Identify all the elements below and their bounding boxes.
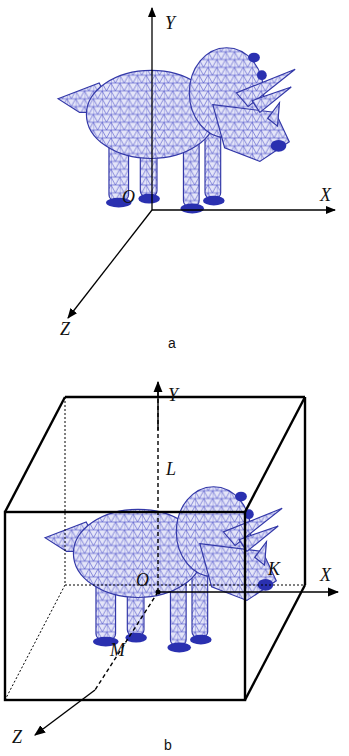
origin-label: O [136,571,149,589]
point-label: L [166,460,176,478]
axis-label: Y [168,386,178,404]
axis-label: X [320,186,331,204]
point-label: M [110,641,125,659]
point-label: K [268,560,280,578]
panel-label: a [168,336,176,350]
panel-label: b [164,738,172,752]
axis-label: X [320,566,331,584]
origin-label: O [122,188,135,206]
axis-label: Z [12,728,22,746]
axis-label: Y [165,14,175,32]
axis-label: Z [60,320,70,338]
